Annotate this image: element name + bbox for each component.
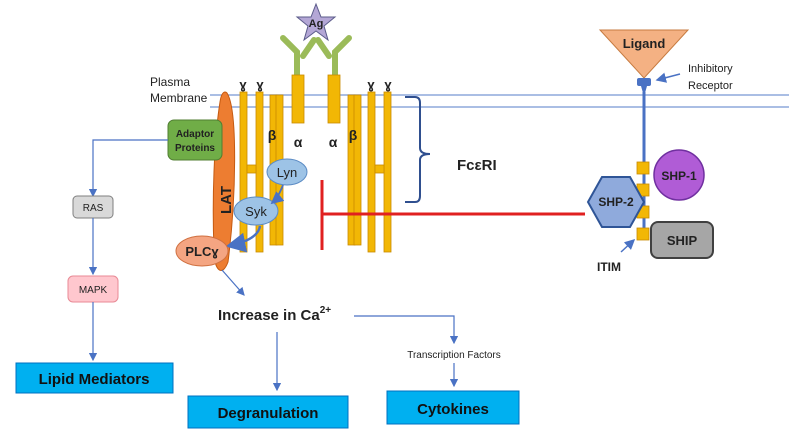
transcription-factors-label: Transcription Factors [407, 350, 501, 361]
alpha-label-left: α [294, 134, 303, 150]
itim-motifs [636, 161, 650, 241]
gamma-label-4: ɣ [384, 77, 392, 92]
beta-label-left: β [268, 127, 277, 143]
calcium-prefix: Increase in Ca [218, 307, 320, 324]
fceri-receptor-chains [239, 74, 392, 253]
inhibitory-receptor-label-1: Inhibitory [688, 63, 733, 75]
degranulation-label: Degranulation [218, 405, 319, 422]
beta-label-right: β [349, 127, 358, 143]
lipid-mediators-label: Lipid Mediators [39, 371, 150, 388]
fceri-bracket [405, 96, 431, 203]
lyn-label: Lyn [277, 165, 297, 180]
lat-label: LAT [218, 186, 235, 214]
syk-label: Syk [245, 204, 267, 219]
degranulation-box [187, 395, 349, 429]
syk-kinase [233, 196, 279, 226]
lipid-mediators-box [15, 362, 174, 394]
gamma-label-3: ɣ [367, 77, 375, 92]
inhibitory-receptor-neck [641, 86, 647, 93]
plc-gamma [175, 235, 229, 267]
shp1-phosphatase [653, 149, 705, 201]
inhibitory-receptor-pointer [655, 72, 681, 83]
lyn-kinase [266, 158, 308, 186]
alpha-label-right: α [329, 134, 338, 150]
fceri-label: FcεRI [457, 157, 497, 174]
antigen-label: Ag [309, 18, 324, 30]
shp1-label: SHP-1 [661, 169, 697, 183]
antigen-star-icon [295, 2, 337, 42]
gamma-label-1: ɣ [239, 77, 247, 92]
mapk-label: MAPK [79, 285, 108, 296]
shp2-label: SHP-2 [598, 195, 634, 209]
inhibitory-receptor-head [637, 78, 651, 86]
adaptor-label-2: Proteins [175, 143, 215, 154]
plc-label: PLCɣ [185, 244, 219, 259]
shp2-phosphatase [586, 176, 646, 228]
ligand-triangle [598, 29, 690, 79]
lyn-to-syk-arrow [270, 184, 285, 205]
ras-label: RAS [83, 203, 104, 214]
ship-label: SHIP [667, 233, 698, 248]
plasma-membrane-label-1: Plasma [150, 75, 190, 89]
inhibitory-receptor-label-2: Receptor [688, 80, 733, 92]
calcium-superscript: 2+ [320, 305, 332, 316]
cytokines-box [386, 390, 520, 425]
ship-phosphatase [650, 221, 714, 259]
calcium-increase-label: Increase in Ca2+ [218, 305, 331, 324]
adaptor-proteins-box [167, 119, 223, 161]
cytokines-label: Cytokines [417, 401, 489, 418]
itim-label: ITIM [597, 260, 621, 274]
ligand-label: Ligand [623, 36, 666, 51]
ige-antibody [280, 35, 352, 78]
adaptor-label-1: Adaptor [176, 129, 214, 140]
calcium-to-transcription-line [354, 315, 459, 345]
syk-to-plc-arrow [225, 225, 262, 253]
plc-to-calcium-arrow [221, 269, 245, 296]
adaptor-to-ras-line [88, 139, 168, 198]
gamma-label-2: ɣ [256, 77, 264, 92]
plasma-membrane-label-2: Membrane [150, 91, 208, 105]
itim-pointer [620, 238, 636, 253]
